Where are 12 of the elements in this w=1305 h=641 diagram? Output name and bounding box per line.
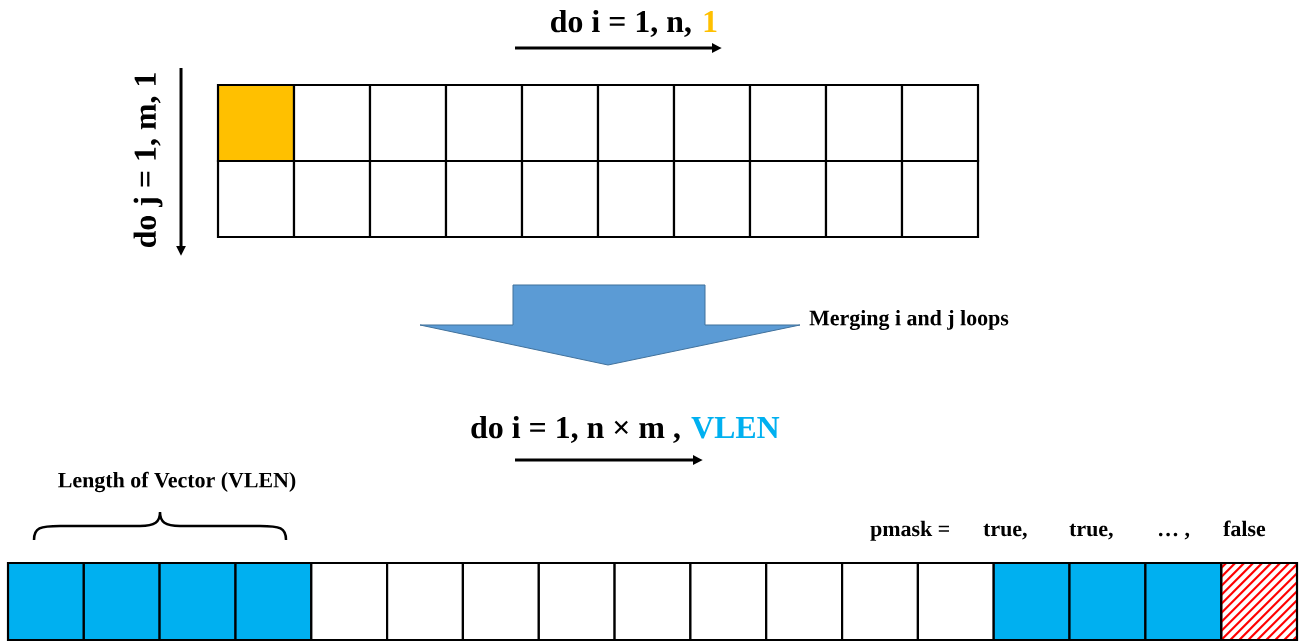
- loop-label: VLEN: [691, 417, 780, 439]
- mask-value: … ,: [1158, 532, 1190, 540]
- loop-label: do i = 1, n × m ,: [471, 415, 680, 443]
- mask-value: true,: [983, 523, 1027, 540]
- loop-label: 1: [704, 10, 717, 32]
- mask-label: pmask =: [870, 520, 949, 541]
- loop-label: do i = 1, n,: [551, 9, 691, 37]
- loop-label: do j = 1, m, 1: [133, 73, 163, 248]
- note-label: Merging i and j loops: [809, 310, 1009, 330]
- mask-value: false: [1223, 520, 1266, 537]
- brace-label: Length of Vector (VLEN): [58, 471, 296, 493]
- mask-value: true,: [1069, 523, 1113, 540]
